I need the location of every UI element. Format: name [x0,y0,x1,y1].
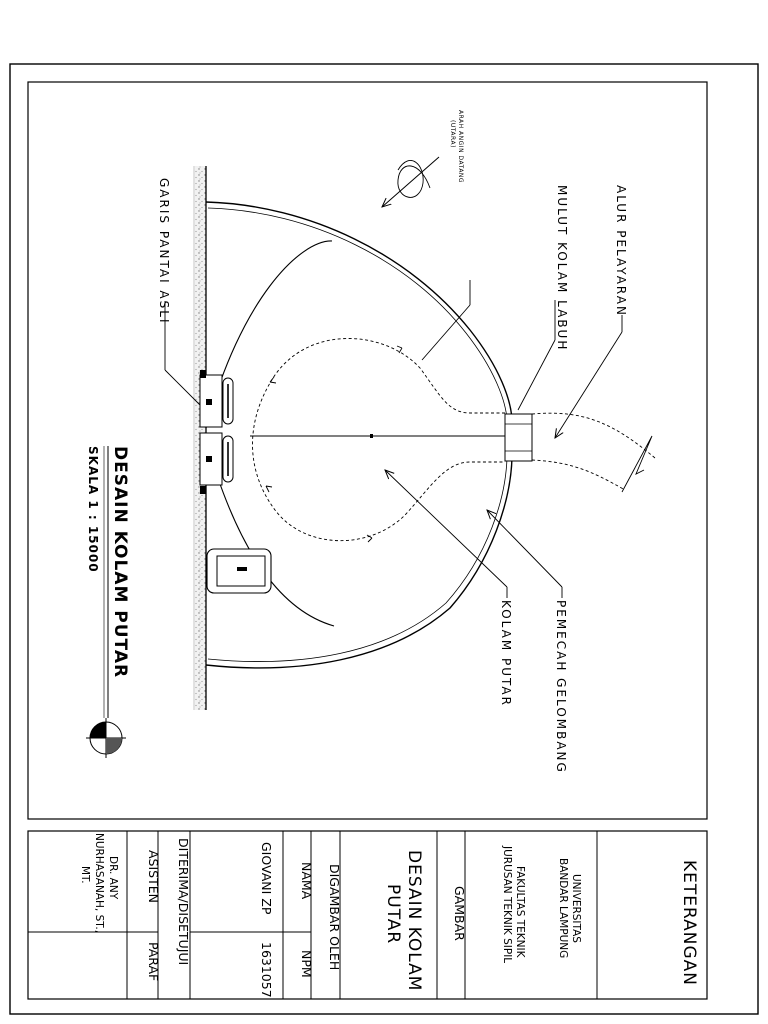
breakwater-lower-inner [207,456,508,662]
tb-npm-value: 1631057 [259,942,274,998]
tb-institution-4: JURUSAN TEKNIK SIPIL [501,845,513,963]
breakwater-lower-outer [205,456,513,669]
drawing-title: DESAIN KOLAM PUTAR [110,446,130,678]
breakwater-leader [487,510,563,588]
mouth-leader-3 [421,304,471,361]
label-channel: ALUR PELAYARAN [614,185,628,317]
tb-name-header: NAMA [299,862,314,900]
label-wind-direction-1: ARAH ANGIN DATANG [457,110,464,183]
basin-leader [385,470,508,588]
harbor-mouth [504,413,533,462]
channel-leader-2 [555,331,623,438]
tb-assistant-name-1: DR. ANY [107,856,119,900]
tb-keterangan: KETERANGAN [679,860,699,986]
flow-arrow-4 [366,534,373,543]
label-wind-direction-2: (UTARA) [449,120,456,148]
tb-institution-1: UNIVERSITAS [570,874,582,943]
tb-assistant-header: ASISTEN [146,850,161,903]
tb-drawn-by-header: DIGAMBAR OLEH [327,864,342,970]
drawing-scale: SKALA 1 : 15000 [86,446,100,573]
label-coastline: GARIS PANTAI ASLI [157,178,171,324]
sheet-outer-border [9,63,759,1015]
tb-drawing-title-2: PUTAR [383,884,403,944]
tb-name-value: GIOVANI ZP [259,842,274,915]
flow-arrow-1 [396,345,403,354]
drawing-frame [27,81,708,820]
turning-basin-dashed [252,338,505,542]
flow-arrow-3 [265,485,273,493]
breakwater-upper-inner [207,207,508,421]
title-block [27,830,708,1000]
tb-assistant-name-3: MT. [79,866,91,884]
ship-symbol [206,548,272,594]
coastline-leader-2 [164,369,201,406]
tb-approved-header: DITERIMA/DISETUJUI [176,838,191,965]
mouth-leader-2 [517,339,556,411]
tb-npm-header: NPM [299,950,314,978]
wind-direction-symbol [382,156,440,207]
channel-upper-edge [531,412,656,459]
label-turning-basin: KOLAM PUTAR [499,600,513,707]
breakwater-upper-outer [205,201,513,421]
tb-drawing-title-1: DESAIN KOLAM [404,850,424,991]
north-symbol [86,718,126,758]
channel-break-symbol [621,435,653,493]
label-breakwater: PEMECAH GELOMBANG [554,600,568,774]
tb-assistant-name-2: NURHASANAH, ST., [93,833,105,933]
flow-arrow-2 [269,376,277,384]
basin-center-mark [370,434,373,438]
dock-structures [199,370,234,494]
channel-lower-edge [531,459,626,491]
tb-institution-2: BANDAR LAMPUNG [557,858,569,958]
label-harbor-mouth: MULUT KOLAM LABUH [555,185,569,351]
tb-gambar-header: GAMBAR [452,886,467,941]
tb-paraf-header: PARAF [146,942,161,981]
tb-institution-3: FAKULTAS TEKNIK [514,866,526,959]
